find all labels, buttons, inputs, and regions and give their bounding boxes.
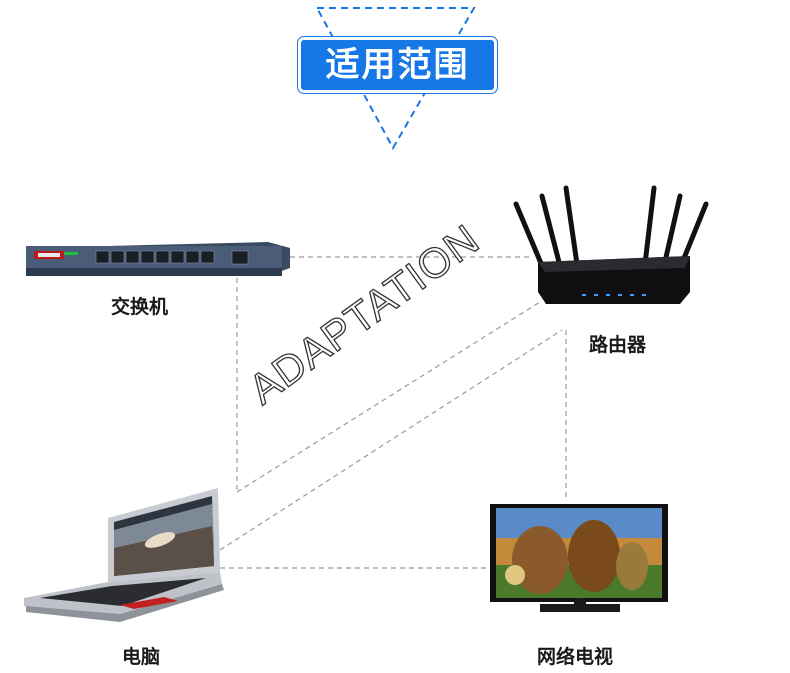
router-label: 路由器	[589, 330, 646, 357]
tv-label: 网络电视	[537, 642, 613, 669]
router-icon	[516, 188, 706, 304]
switch-icon	[26, 242, 290, 276]
tv-icon	[490, 504, 668, 612]
switch-label: 交换机	[111, 292, 168, 319]
laptop-label: 电脑	[122, 642, 160, 669]
page-title: 适用范围	[298, 37, 497, 93]
laptop-icon	[24, 488, 224, 622]
